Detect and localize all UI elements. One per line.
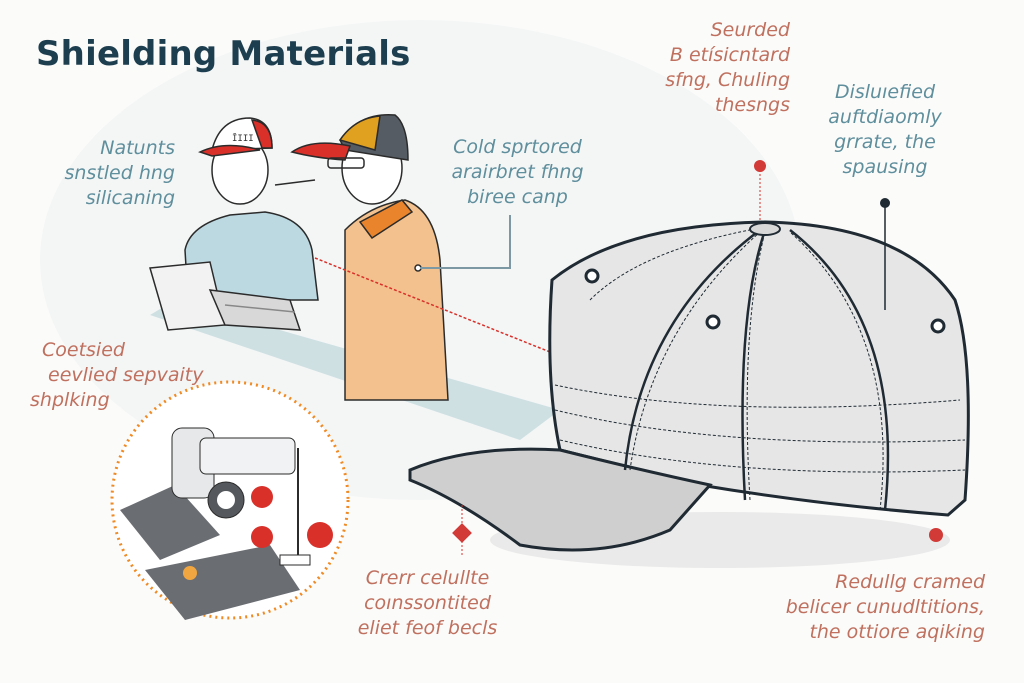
label-line: Natunts — [100, 137, 175, 159]
cap-illustration — [408, 220, 970, 568]
worker-right-illustration — [290, 113, 449, 401]
label-top-center: Seurded B etísicntard sfng, Chuling thes… — [600, 18, 790, 118]
svg-text:ĪIII: ĪIII — [232, 133, 254, 144]
label-line: shplking — [30, 389, 110, 411]
label-line: Disluıefied — [834, 81, 936, 103]
label-bottom-center: Crerr celullte coınssontited eliet feof … — [345, 566, 510, 641]
marker-top-center — [754, 160, 766, 222]
leader-line-red — [314, 257, 586, 367]
label-bottom-right: Redullg cramed belicer cunudltitions, th… — [760, 570, 985, 645]
label-line: Seurded — [710, 19, 790, 41]
label-line: grrate, the — [834, 131, 936, 153]
label-line: Cold sprtored — [453, 136, 582, 158]
label-line: sfng, Chuling — [665, 69, 790, 91]
label-line: Crerr celullte — [365, 567, 490, 589]
label-left-upper: Natunts snstled hng silicaning — [20, 136, 175, 211]
label-line: eliet feof becls — [357, 617, 498, 639]
label-center-upper: Cold sprtored arairbret fhng biree canp — [425, 135, 610, 210]
label-line: snstled hng — [64, 162, 175, 184]
marker-bottom-right — [929, 528, 943, 542]
machine-inset — [110, 380, 350, 620]
label-line: auftdiaomly — [828, 106, 942, 128]
label-line: silicaning — [85, 187, 175, 209]
leader-line-teal — [420, 215, 511, 269]
label-top-right: Disluıefied auftdiaomly grrate, the spau… — [800, 80, 970, 180]
label-line: Coetsied — [42, 339, 125, 361]
label-line: spausing — [842, 156, 928, 178]
label-line: coınssontited — [364, 592, 491, 614]
label-line: eevlied sepvaity — [48, 364, 204, 386]
label-line: the ottiore aqiking — [809, 621, 985, 643]
label-line: Redullg cramed — [835, 571, 985, 593]
label-line: biree canp — [467, 186, 568, 208]
page-title: Shielding Materials — [36, 34, 411, 74]
label-line: arairbret fhng — [451, 161, 584, 183]
worker-left-illustration: ĪIII — [184, 117, 319, 301]
label-line: B etísicntard — [669, 44, 790, 66]
label-line: belicer cunudltitions, — [785, 596, 985, 618]
laptop-illustration — [149, 261, 302, 331]
marker-top-right — [880, 198, 890, 310]
label-line: thesngs — [714, 94, 790, 116]
label-left-middle: Coetsied eevlied sepvaity shplking — [30, 338, 250, 413]
marker-bottom-center — [452, 505, 472, 555]
